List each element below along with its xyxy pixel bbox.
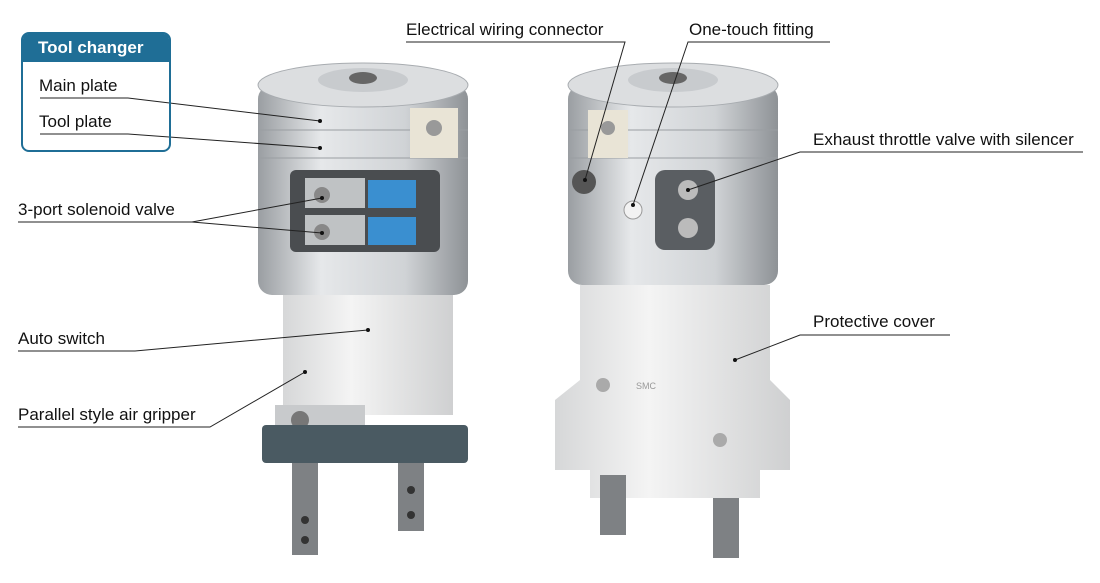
label-exhaust-valve: Exhaust throttle valve with silencer bbox=[813, 130, 1074, 149]
label-solenoid-valve: 3-port solenoid valve bbox=[18, 200, 175, 219]
label-wiring-connector: Electrical wiring connector bbox=[406, 20, 604, 39]
tool-changer-legend: Tool changer bbox=[21, 32, 171, 152]
left-tool-changer bbox=[257, 62, 469, 555]
label-auto-switch: Auto switch bbox=[18, 329, 105, 348]
label-protective-cover: Protective cover bbox=[813, 312, 935, 331]
right-tool-changer: SMC bbox=[555, 62, 790, 558]
leader-lines bbox=[18, 41, 1083, 428]
leader-dots bbox=[303, 119, 737, 374]
label-air-gripper: Parallel style air gripper bbox=[18, 405, 196, 424]
tool-changer-title: Tool changer bbox=[23, 34, 169, 62]
label-one-touch-fitting: One-touch fitting bbox=[689, 20, 814, 39]
label-main-plate: Main plate bbox=[39, 76, 118, 95]
label-tool-plate: Tool plate bbox=[39, 112, 112, 131]
smc-logo: SMC bbox=[636, 381, 657, 391]
